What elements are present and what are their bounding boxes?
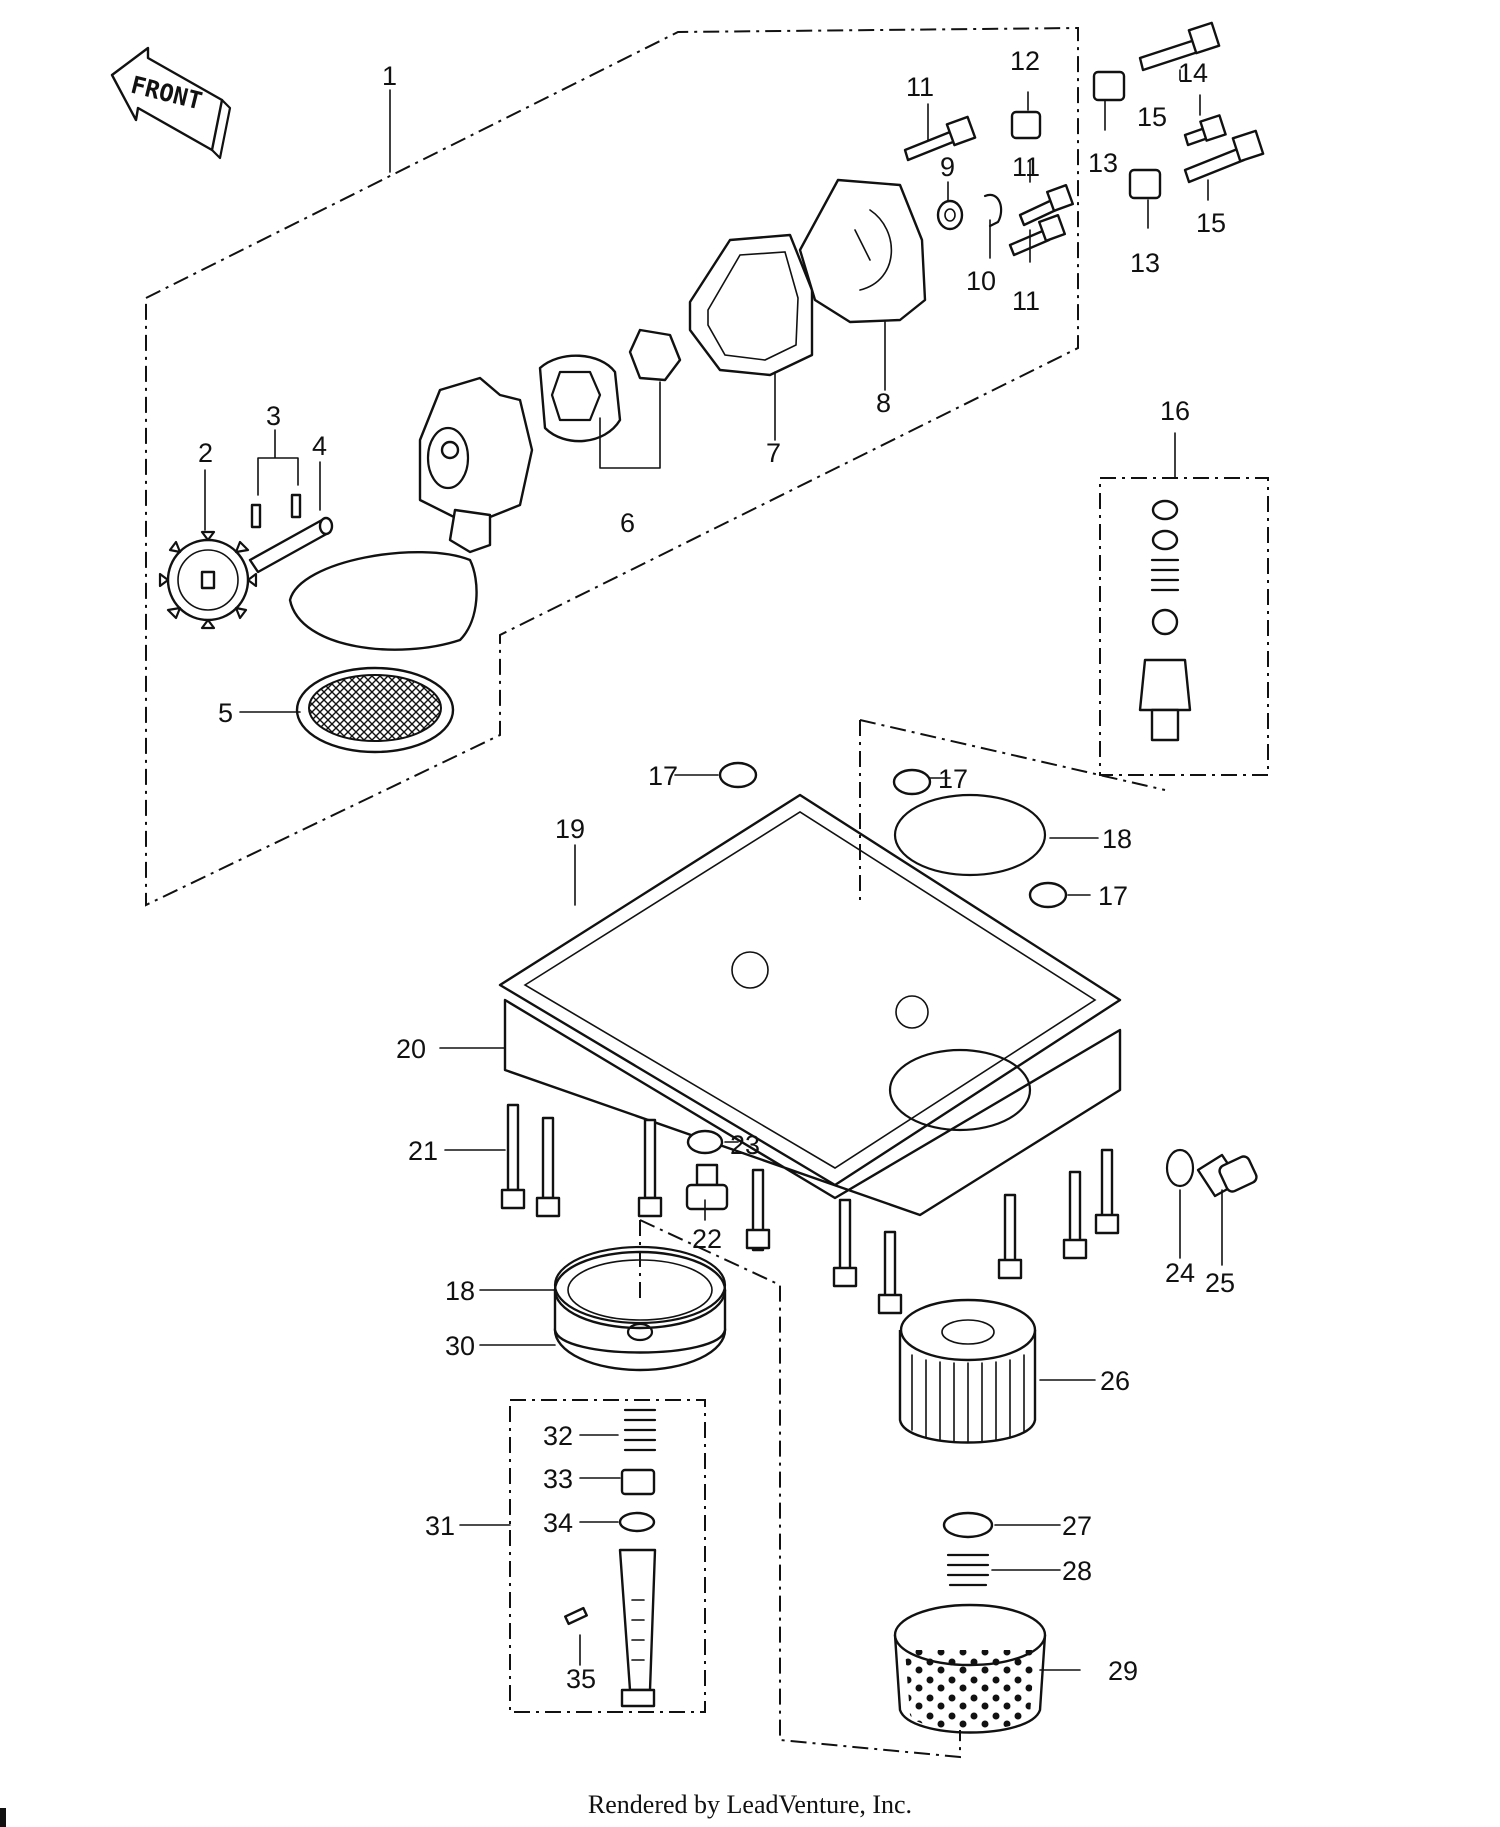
front-direction-arrow: FRONT <box>110 46 232 160</box>
assembly-lines <box>639 719 1166 1759</box>
callout-24: 24 <box>1165 1258 1195 1288</box>
callout-18b: 18 <box>445 1276 475 1306</box>
oil-filter-26 <box>898 1298 1037 1444</box>
callout-17c: 17 <box>1098 881 1128 911</box>
callout-22: 22 <box>692 1224 722 1254</box>
callout-5: 5 <box>218 698 233 728</box>
fitting-22 <box>685 1163 729 1211</box>
callout-26: 26 <box>1100 1366 1130 1396</box>
callout-35: 35 <box>566 1664 596 1694</box>
callout-4: 4 <box>312 431 327 461</box>
pump-sprocket <box>158 530 258 630</box>
pump-pins <box>250 493 302 529</box>
leader-lines <box>204 69 1223 1671</box>
washer-9 <box>936 199 964 231</box>
pump-rotors <box>538 328 682 443</box>
callout-30: 30 <box>445 1331 475 1361</box>
drain-plug-gasket <box>1165 1148 1195 1188</box>
callout-18a: 18 <box>1102 824 1132 854</box>
filter-cover-30 <box>553 1250 727 1372</box>
callout-28: 28 <box>1062 1556 1092 1586</box>
pump-gasket <box>688 233 814 377</box>
pan-bolts-21 <box>500 1103 1120 1315</box>
callout-12: 12 <box>1010 46 1040 76</box>
callout-8: 8 <box>876 388 891 418</box>
callout-3: 3 <box>266 401 281 431</box>
callout-33: 33 <box>543 1464 573 1494</box>
callout-20: 20 <box>396 1034 426 1064</box>
collar-12 <box>1010 110 1042 140</box>
callout-7: 7 <box>766 438 781 468</box>
callout-32: 32 <box>543 1421 573 1451</box>
oil-strainer-screen <box>295 666 455 754</box>
callout-6: 6 <box>620 508 635 538</box>
bolts-14-15 <box>1138 21 1265 184</box>
o-ring-18-lower <box>553 1245 727 1325</box>
oil-pan <box>503 951 1122 1217</box>
callout-15a: 15 <box>1137 102 1167 132</box>
callout-13a: 13 <box>1088 148 1118 178</box>
callout-27: 27 <box>1062 1511 1092 1541</box>
footer-credit: Rendered by LeadVenture, Inc. <box>588 1790 912 1819</box>
washer-23 <box>686 1129 724 1155</box>
callout-14: 14 <box>1178 58 1208 88</box>
callout-31: 31 <box>425 1511 455 1541</box>
oil-pump-assembly-boundary <box>145 26 1079 907</box>
oil-pump-body <box>288 376 534 651</box>
drain-plug <box>1196 1153 1258 1198</box>
callout-25: 25 <box>1205 1268 1235 1298</box>
collars-13 <box>1092 70 1162 200</box>
pump-shaft <box>248 516 334 574</box>
pump-cover <box>798 178 927 324</box>
callout-16: 16 <box>1160 396 1190 426</box>
edge-mark <box>0 1808 6 1827</box>
oil-seals-17 <box>718 761 1068 909</box>
callout-34: 34 <box>543 1508 573 1538</box>
callout-23: 23 <box>730 1130 760 1160</box>
relief-valve-box <box>1099 477 1269 776</box>
oil-pan-gasket <box>498 793 1122 1187</box>
callout-labels: 1 2 3 4 5 6 7 8 9 10 11 11 11 12 13 13 1… <box>198 46 1235 1694</box>
callout-11a: 11 <box>906 72 934 102</box>
o-ring-18-upper <box>893 793 1047 877</box>
spring-28 <box>946 1553 990 1587</box>
circlip-10 <box>983 193 1003 228</box>
callout-1: 1 <box>382 61 397 91</box>
washer-27 <box>942 1511 994 1539</box>
callout-11c: 11 <box>1012 286 1040 316</box>
callout-19: 19 <box>555 814 585 844</box>
callout-15b: 15 <box>1196 208 1226 238</box>
callout-21: 21 <box>408 1136 438 1166</box>
bolts-11 <box>903 115 1075 257</box>
callout-2: 2 <box>198 438 213 468</box>
callout-17b: 17 <box>938 764 968 794</box>
callout-29: 29 <box>1108 1656 1138 1686</box>
filter-cup-29 <box>893 1603 1047 1734</box>
callout-11b: 11 <box>1012 152 1040 182</box>
callout-13b: 13 <box>1130 248 1160 278</box>
callout-9: 9 <box>940 152 955 182</box>
callout-17a: 17 <box>648 761 678 791</box>
bypass-valve-box <box>509 1399 706 1713</box>
callout-10: 10 <box>966 266 996 296</box>
